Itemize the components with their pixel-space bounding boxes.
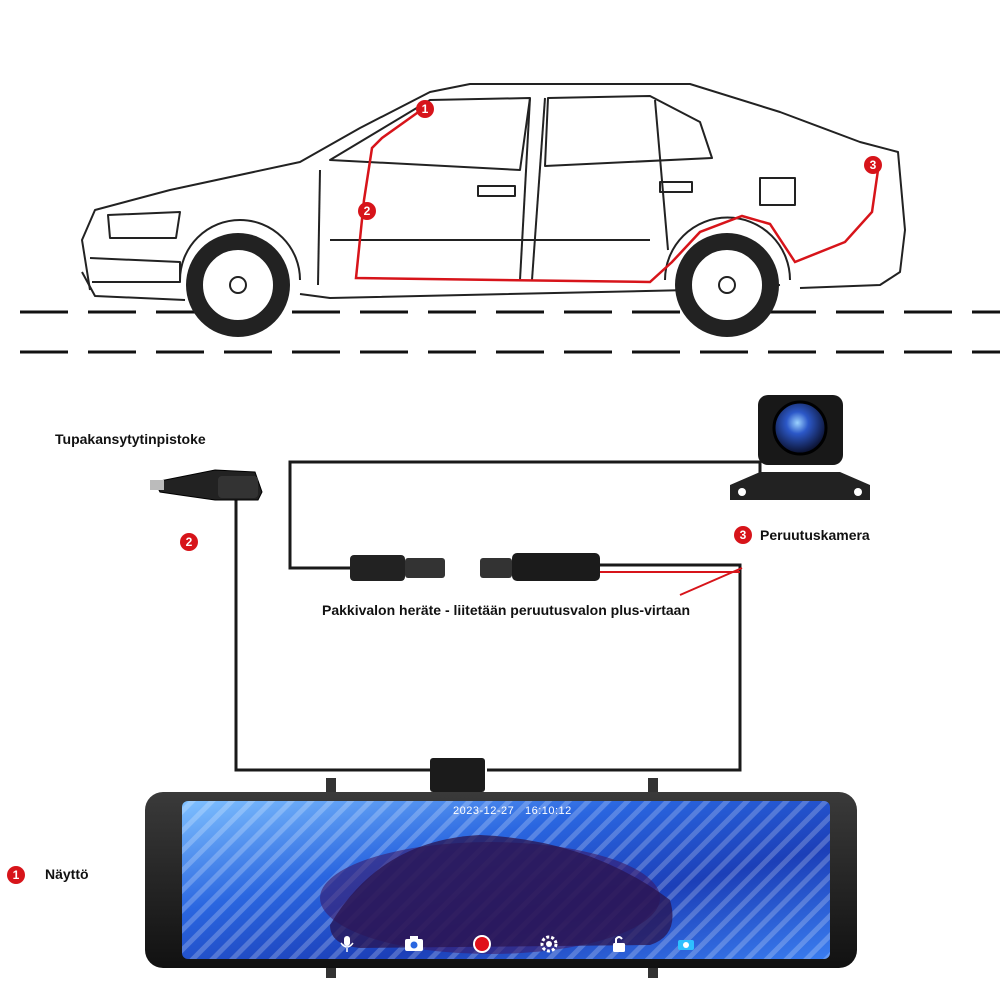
cable-route [354, 106, 880, 284]
connector-right [480, 553, 600, 581]
reverse-camera [730, 395, 870, 500]
screen-timestamp: 2023-12-27 16:10:12 [453, 805, 572, 817]
road-lines [20, 310, 1000, 354]
connector-left [350, 555, 445, 581]
display-marker: 1 [7, 866, 25, 884]
lighter-socket-label: Tupakansytytinpistoke [55, 431, 206, 447]
camera-marker: 3 [734, 526, 752, 544]
route-marker-2: 2 [358, 202, 376, 220]
screen-date: 2023-12-27 [453, 805, 515, 817]
lighter-plug [150, 469, 263, 501]
camera-label: Peruutuskamera [760, 527, 870, 543]
route-marker-3: 3 [864, 156, 882, 174]
camera-icon[interactable] [402, 933, 426, 955]
screen-time: 16:10:12 [524, 805, 572, 817]
rear-camera-icon[interactable] [674, 933, 698, 955]
trigger-leader [679, 567, 743, 596]
settings-icon[interactable] [537, 933, 561, 955]
mirror-display [145, 758, 857, 978]
route-marker-1: 1 [416, 100, 434, 118]
microphone-icon[interactable] [335, 933, 359, 955]
wiring [234, 460, 762, 790]
record-icon[interactable] [470, 933, 494, 955]
front-wheel [186, 233, 290, 337]
unlock-icon[interactable] [607, 933, 631, 955]
lighter-marker: 2 [180, 533, 198, 551]
display-label: Näyttö [45, 866, 89, 882]
reverse-trigger-label: Pakkivalon heräte - liitetään peruutusva… [322, 602, 690, 618]
car-outline [81, 83, 906, 301]
rear-wheel [675, 233, 779, 337]
